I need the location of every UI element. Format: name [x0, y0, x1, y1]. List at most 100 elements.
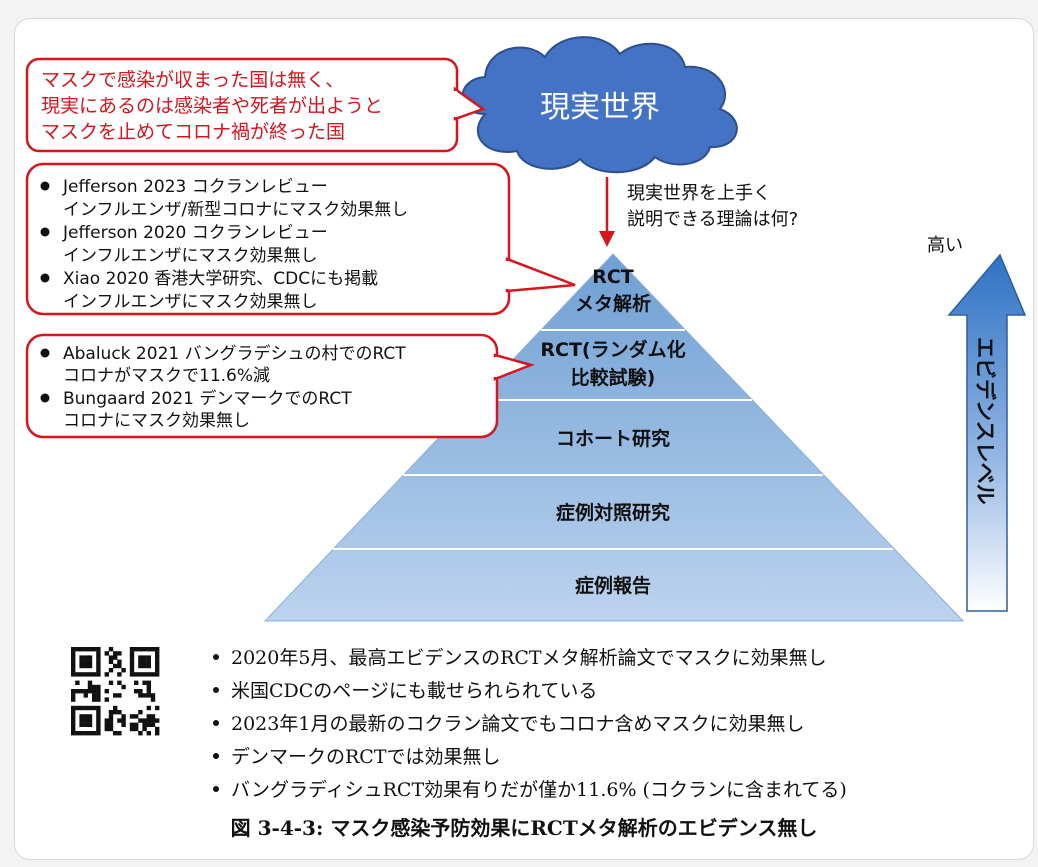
meta-item-2-sub: インフルエンザにマスク効果無し: [63, 246, 318, 266]
qr-module: [117, 663, 122, 669]
qr-module: [108, 722, 114, 727]
rct-bullet-1: [40, 348, 50, 358]
qr-module: [142, 693, 147, 698]
qr-code: [68, 644, 163, 739]
qr-module: [96, 659, 101, 664]
rct-item-2-sub: コロナにマスク効果無し: [63, 411, 250, 431]
reality-cloud: 現実世界: [461, 36, 738, 174]
qr-module: [129, 659, 135, 664]
qr-module: [146, 684, 151, 690]
qr-module: [113, 651, 118, 656]
qr-module: [129, 714, 135, 719]
qr-module: [71, 693, 76, 698]
qr-module: [104, 718, 109, 723]
qr-module: [79, 705, 84, 711]
qr-module: [134, 680, 139, 685]
rct-item-1-sub: コロナがマスクで11.6%減: [63, 366, 270, 386]
qr-module: [96, 731, 101, 736]
qr-module: [87, 663, 93, 669]
qr-module: [71, 668, 76, 673]
qr-module: [83, 722, 88, 727]
qr-module: [142, 659, 147, 664]
evidence-diagram: 現実世界 マスクで感染が収まった国は無く、 現実にあるのは感染者や死者が出ようと…: [25, 36, 1027, 840]
level-rct-2: 比較試験): [571, 366, 656, 389]
qr-module: [71, 672, 76, 677]
qr-module: [79, 672, 84, 677]
qr-module: [71, 722, 76, 727]
qr-module: [146, 731, 151, 736]
qr-module: [129, 663, 135, 669]
qr-module: [83, 659, 88, 664]
qr-module: [104, 651, 109, 656]
summary-bullet-3: [213, 720, 219, 726]
qr-module: [155, 668, 160, 673]
qr-module: [134, 672, 139, 677]
evidence-level-arrow: 高い エビデンスレベル: [927, 235, 1027, 612]
qr-module: [150, 714, 156, 719]
evidence-arrow-shape: [947, 253, 1027, 612]
qr-module: [83, 705, 88, 711]
qr-module: [129, 668, 135, 673]
qr-module: [146, 714, 151, 719]
qr-module: [96, 726, 101, 732]
qr-module: [71, 651, 76, 656]
qr-module: [129, 672, 135, 677]
qr-module: [138, 689, 143, 694]
rct-bullet-2: [40, 393, 50, 403]
qr-module: [75, 680, 80, 685]
qr-module: [108, 668, 114, 673]
qr-module: [155, 647, 160, 652]
qr-module: [87, 680, 93, 685]
qr-module: [83, 663, 88, 669]
qr-module: [121, 668, 126, 673]
summary-bullet-4: [213, 753, 219, 759]
level-case-control: 症例対照研究: [556, 501, 670, 524]
qr-module: [150, 693, 156, 698]
qr-module: [87, 705, 93, 711]
qr-module: [108, 710, 114, 715]
qr-module: [117, 718, 122, 723]
qr-module: [138, 663, 143, 669]
meta-bullet-3: [40, 273, 50, 283]
qr-module: [104, 726, 109, 732]
qr-module: [108, 647, 114, 652]
question-line-2: 説明できる理論は何?: [627, 209, 798, 230]
qr-module: [79, 714, 84, 719]
qr-module: [83, 689, 88, 694]
qr-module: [92, 672, 97, 677]
qr-module: [138, 718, 143, 723]
red-arrow-head: [599, 231, 615, 247]
qr-module: [71, 710, 76, 715]
meta-bullet-1: [40, 181, 50, 191]
qr-module: [113, 705, 118, 711]
qr-module: [75, 647, 80, 652]
evidence-level-label: エビデンスレベル: [973, 337, 997, 505]
summary-item-3: 2023年1月の最新のコクラン論文でもコロナ含めマスクに効果無し: [231, 713, 804, 735]
summary-bullet-5: [213, 786, 219, 792]
level-rct-meta-1: RCT: [592, 266, 634, 288]
qr-module: [83, 714, 88, 719]
qr-module: [87, 714, 93, 719]
qr-module: [138, 655, 143, 660]
question-line-1: 現実世界を上手く: [627, 183, 771, 204]
qr-module: [96, 672, 101, 677]
meta-item-3: Xiao 2020 香港大学研究、CDCにも掲載: [63, 269, 378, 289]
qr-module: [104, 672, 109, 677]
qr-module: [79, 722, 84, 727]
qr-module: [96, 689, 101, 694]
qr-module: [96, 663, 101, 669]
qr-module: [71, 697, 76, 702]
qr-module: [87, 672, 93, 677]
qr-module: [150, 647, 156, 652]
qr-module: [92, 697, 97, 702]
qr-module: [71, 659, 76, 664]
qr-module: [142, 655, 147, 660]
summary-bullet-1: [213, 654, 219, 660]
qr-module: [113, 663, 118, 669]
level-case-report: 症例報告: [575, 574, 651, 597]
qr-module: [96, 710, 101, 715]
qr-module: [79, 655, 84, 660]
qr-module: [146, 693, 151, 698]
figure-card: 現実世界 マスクで感染が収まった国は無く、 現実にあるのは感染者や死者が出ようと…: [14, 18, 1034, 860]
qr-module: [129, 655, 135, 660]
